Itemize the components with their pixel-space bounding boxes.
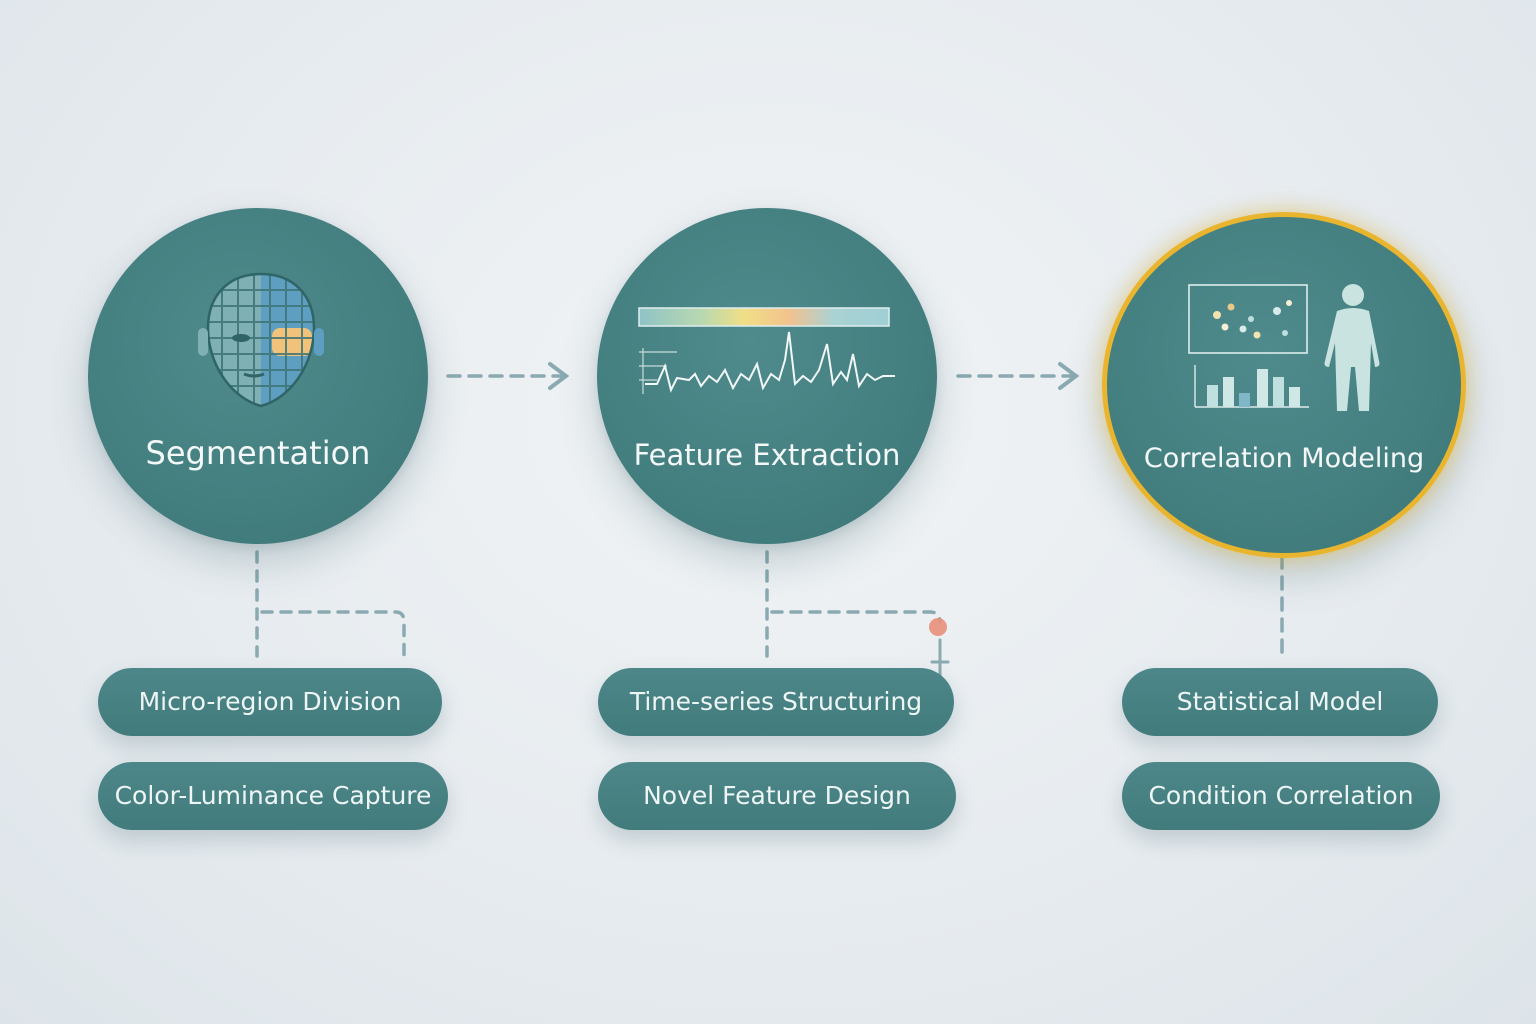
- node-feature-extraction[interactable]: Feature Extraction: [597, 208, 937, 544]
- step-pill[interactable]: Time-series Structuring: [598, 668, 954, 736]
- arrowhead-2: [1058, 362, 1080, 390]
- node-correlation-modeling[interactable]: Correlation Modeling: [1102, 212, 1466, 558]
- node-title: Feature Extraction: [633, 438, 901, 472]
- arrowhead-1: [548, 362, 570, 390]
- step-pill[interactable]: Color-Luminance Capture: [98, 762, 448, 830]
- step-pill[interactable]: Statistical Model: [1122, 668, 1438, 736]
- segmented-face-icon: [198, 272, 324, 408]
- node-title: Correlation Modeling: [1143, 443, 1425, 474]
- statistics-person-icon: [1188, 284, 1380, 411]
- step-pill[interactable]: Condition Correlation: [1122, 762, 1440, 830]
- node-title: Segmentation: [145, 434, 371, 472]
- node-segmentation[interactable]: Segmentation: [88, 208, 428, 544]
- signal-waveform-icon: [638, 307, 895, 394]
- marker-dot: [929, 618, 947, 636]
- step-pill[interactable]: Novel Feature Design: [598, 762, 956, 830]
- bracket-feature: [770, 610, 942, 624]
- bracket-segmentation: [260, 610, 406, 664]
- step-pill[interactable]: Micro-region Division: [98, 668, 442, 736]
